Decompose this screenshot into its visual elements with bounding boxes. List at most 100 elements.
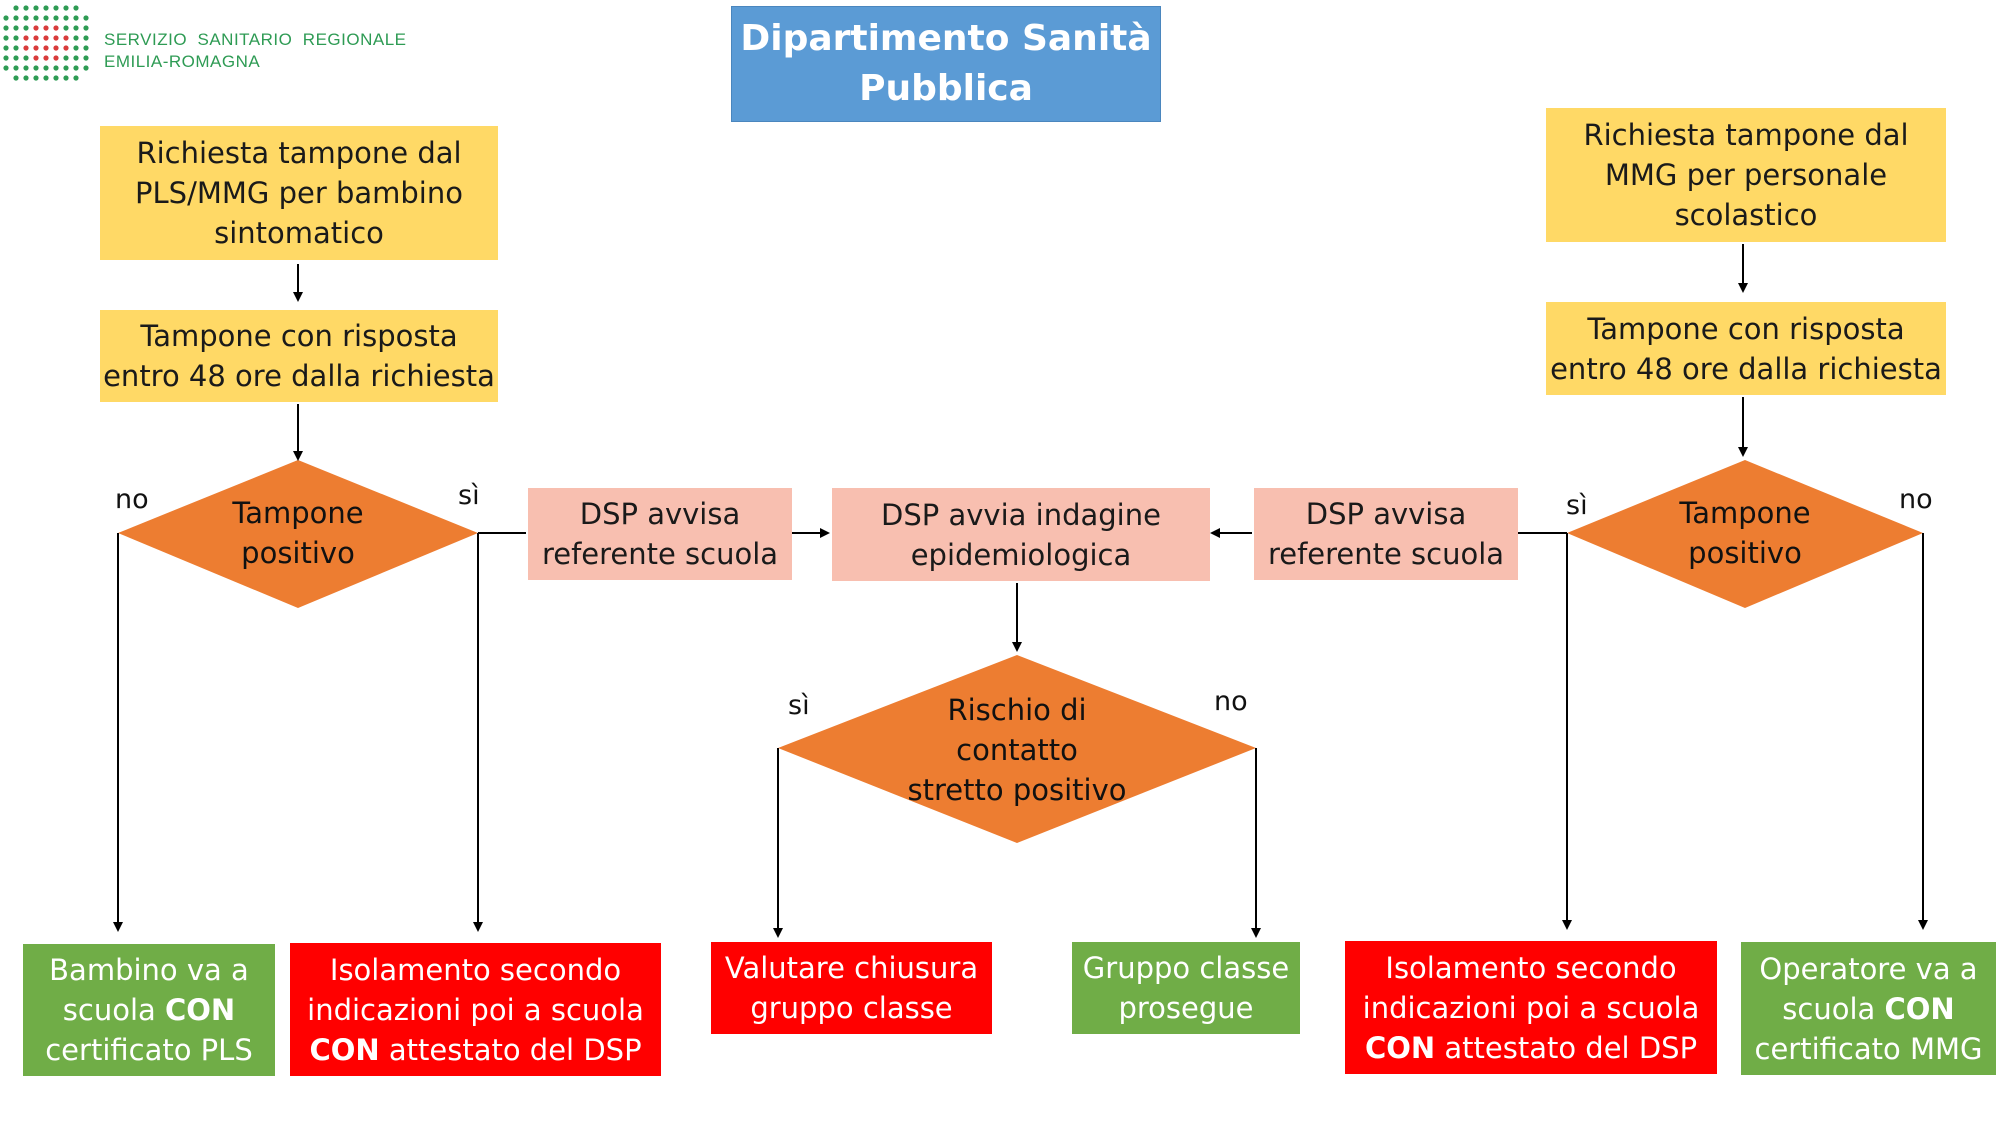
right-negative-box: Operatore va a scuola CON certificato MM… [1741, 942, 1996, 1075]
center-close-box: Valutare chiusura gruppo classe [711, 942, 992, 1034]
logo-dot [33, 5, 39, 11]
title-box: Dipartimento Sanità Pubblica [731, 6, 1161, 122]
logo-dot [13, 75, 19, 81]
logo-dot [83, 65, 89, 71]
logo-dot [13, 45, 19, 51]
right-request-box: Richiesta tampone dal MMG per personale … [1546, 108, 1946, 242]
logo-dot [3, 65, 9, 71]
left-yes-label: sì [458, 480, 480, 511]
logo-dot [53, 45, 59, 51]
logo-dot [33, 55, 39, 61]
logo-dot [23, 65, 29, 71]
logo-dot [53, 5, 59, 11]
left-negative-box: Bambino va a scuola CON certificato PLS [23, 944, 275, 1076]
logo-dot [3, 35, 9, 41]
logo-dot [33, 35, 39, 41]
right-decision-diamond [1567, 460, 1923, 608]
left-no-label: no [115, 484, 149, 515]
center-investigation-box: DSP avvia indagine epidemiologica [832, 488, 1210, 581]
left-request-box: Richiesta tampone dal PLS/MMG per bambin… [100, 126, 498, 260]
logo-dot [23, 35, 29, 41]
logo-dot [73, 25, 79, 31]
logo-dot [13, 5, 19, 11]
left-decision-diamond [118, 460, 478, 608]
logo-dot [63, 15, 69, 21]
logo-dot [63, 5, 69, 11]
right-negative-prefix: Operatore va a scuola [1759, 951, 1978, 1026]
right-negative-bold: CON [1884, 991, 1955, 1026]
logo-dot [13, 25, 19, 31]
logo-dot [73, 35, 79, 41]
logo-dot [33, 15, 39, 21]
left-positive-prefix: Isolamento secondo indicazioni poi a scu… [307, 952, 644, 1027]
logo-dot [3, 25, 9, 31]
left-negative-prefix: Bambino va a scuola [49, 953, 249, 1027]
logo-dot [63, 65, 69, 71]
logo-dot [3, 15, 9, 21]
logo-dot [43, 25, 49, 31]
logo-line2: EMILIA-ROMAGNA [104, 52, 261, 71]
logo-dot [33, 25, 39, 31]
logo-dot [43, 5, 49, 11]
logo-dot [73, 65, 79, 71]
logo-dot [33, 45, 39, 51]
left-notify-box: DSP avvisa referente scuola [528, 488, 792, 580]
logo-dot [33, 75, 39, 81]
logo-dot [63, 35, 69, 41]
left-decision-label: Tampone positivo [232, 496, 364, 570]
logo-dot [43, 75, 49, 81]
logo-dot [63, 55, 69, 61]
left-positive-box: Isolamento secondo indicazioni poi a scu… [290, 943, 661, 1076]
left-negative-suffix: certificato PLS [45, 1033, 253, 1067]
center-continue-box: Gruppo classe prosegue [1072, 942, 1300, 1034]
center-no-label: no [1214, 686, 1248, 717]
right-yes-label: sì [1566, 490, 1588, 521]
logo-dot [33, 65, 39, 71]
logo-dot [23, 45, 29, 51]
left-swab-box: Tampone con risposta entro 48 ore dalla … [100, 310, 498, 402]
logo-dot [83, 25, 89, 31]
right-notify-box: DSP avvisa referente scuola [1254, 488, 1518, 580]
center-decision-diamond [778, 655, 1256, 843]
left-positive-suffix: attestato del DSP [379, 1032, 642, 1067]
logo-dot [23, 25, 29, 31]
logo-dot [83, 55, 89, 61]
logo-dot [13, 65, 19, 71]
logo-dot [63, 75, 69, 81]
logo-dot [43, 45, 49, 51]
logo-dot [83, 35, 89, 41]
logo-dot [3, 45, 9, 51]
logo-dot [43, 15, 49, 21]
logo-dots-icon [3, 5, 89, 81]
logo-dot [73, 15, 79, 21]
logo-dot [53, 65, 59, 71]
logo-dot [43, 65, 49, 71]
logo-dot [73, 75, 79, 81]
logo-dot [23, 15, 29, 21]
logo-line1: SERVIZIO SANITARIO REGIONALE [104, 30, 407, 49]
logo-dot [43, 35, 49, 41]
left-positive-bold: CON [309, 1032, 380, 1067]
logo-dot [53, 55, 59, 61]
center-decision-label: Rischio di contatto stretto positivo [907, 693, 1127, 807]
logo-dot [73, 5, 79, 11]
right-positive-box: Isolamento secondo indicazioni poi a scu… [1345, 941, 1717, 1074]
logo-dot [13, 55, 19, 61]
right-no-label: no [1899, 484, 1933, 515]
logo-dot [63, 25, 69, 31]
logo-dot [53, 15, 59, 21]
logo-dot [73, 55, 79, 61]
logo-dot [23, 5, 29, 11]
logo-dot [83, 45, 89, 51]
right-positive-prefix: Isolamento secondo indicazioni poi a scu… [1362, 950, 1700, 1025]
right-negative-suffix: certificato MMG [1754, 1031, 1983, 1066]
logo-dot [83, 15, 89, 21]
logo-dot [53, 35, 59, 41]
logo-dot [43, 55, 49, 61]
logo-dot [53, 25, 59, 31]
right-positive-bold: CON [1364, 1030, 1436, 1065]
logo-text: SERVIZIO SANITARIO REGIONALE EMILIA-ROMA… [104, 29, 407, 73]
right-positive-suffix: attestato del DSP [1435, 1030, 1698, 1065]
logo-dot [63, 45, 69, 51]
